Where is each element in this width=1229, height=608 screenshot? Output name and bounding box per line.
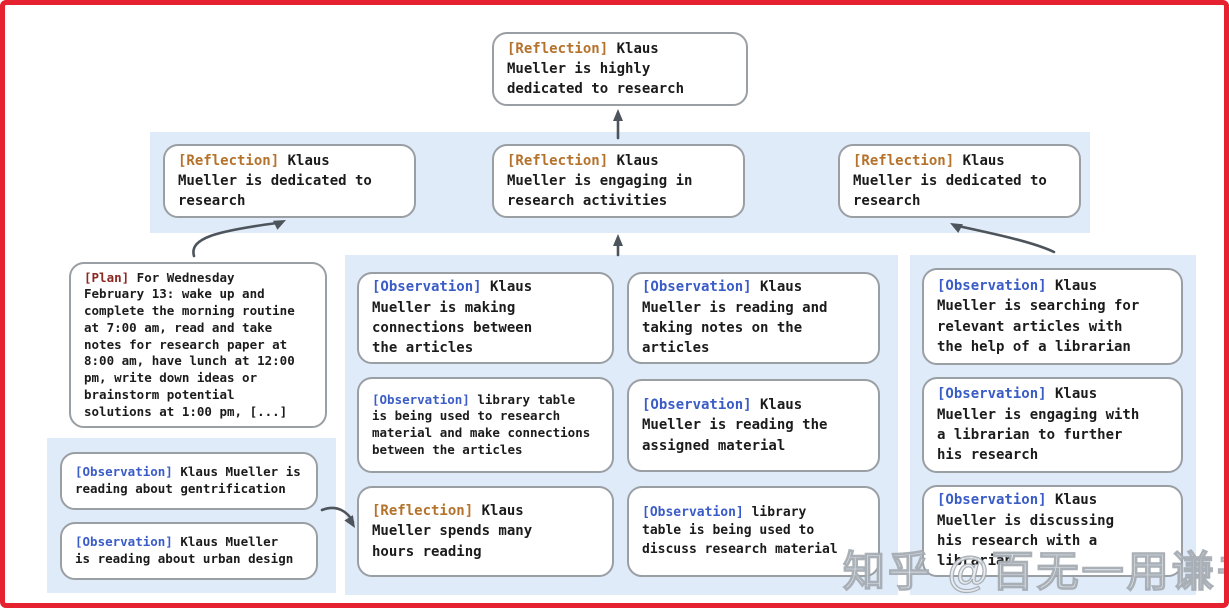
node-observation-assigned-material: [Observation] Klaus Mueller is reading t…: [627, 379, 880, 472]
node-text: For Wednesday February 13: wake up and c…: [84, 269, 295, 419]
node-observation-discussing-research: [Observation] Klaus Mueller is discussin…: [922, 485, 1183, 577]
node-observation-taking-notes: [Observation] Klaus Mueller is reading a…: [627, 272, 880, 364]
reflection-tag: [Reflection]: [853, 152, 955, 169]
observation-tag: [Observation]: [372, 279, 482, 296]
arrowhead-rightband-to-reflection3: [950, 223, 963, 234]
node-text: Klaus Mueller is reading about gentrific…: [75, 464, 301, 496]
node-text: Klaus Mueller is reading and taking note…: [642, 279, 828, 357]
node-text: Klaus Mueller is engaging in research ac…: [507, 152, 693, 210]
arrows-layer: [192, 109, 1056, 528]
node-text: library table is being used to research …: [372, 391, 591, 457]
node-plan: [Plan] For Wednesday February 13: wake u…: [69, 262, 327, 428]
arrow-plan-to-reflection1: [192, 221, 279, 258]
observation-tag: [Observation]: [937, 277, 1047, 294]
observation-tag: [Observation]: [937, 492, 1047, 509]
node-observation-library-research: [Observation] library table is being use…: [357, 377, 614, 473]
node-text: Klaus Mueller is dedicated to research: [178, 152, 372, 210]
node-text: Klaus Mueller is dedicated to research: [853, 152, 1047, 210]
observation-tag: [Observation]: [372, 391, 470, 407]
observation-tag: [Observation]: [937, 386, 1047, 403]
observation-tag: [Observation]: [75, 534, 173, 550]
node-text: Klaus Mueller is engaging with a librari…: [937, 386, 1140, 464]
observation-tag: [Observation]: [75, 464, 173, 480]
arrowhead-midband-to-reflection2: [613, 234, 623, 246]
node-text: library table is being used to discuss r…: [642, 505, 838, 557]
node-reflection-3: [Reflection] Klaus Mueller is dedicated …: [838, 144, 1081, 218]
node-observation-gentrification: [Observation] Klaus Mueller is reading a…: [60, 452, 318, 510]
arrowhead-plan-to-reflection1: [273, 220, 286, 230]
node-text: Klaus Mueller is reading the assigned ma…: [642, 397, 828, 454]
node-reflection-root: [Reflection] Klaus Mueller is highly ded…: [492, 32, 748, 106]
node-text: Klaus Mueller is discussing his research…: [937, 492, 1115, 570]
node-reflection-hours-reading: [Reflection] Klaus Mueller spends many h…: [357, 486, 614, 577]
reflection-tag: [Reflection]: [178, 152, 280, 169]
node-text: Klaus Mueller is reading about urban des…: [75, 534, 294, 566]
node-reflection-1: [Reflection] Klaus Mueller is dedicated …: [163, 144, 416, 218]
plan-tag: [Plan]: [84, 269, 130, 285]
node-observation-searching-articles: [Observation] Klaus Mueller is searching…: [922, 268, 1183, 365]
arrowhead-leftobs-to-reflection: [344, 515, 355, 528]
observation-tag: [Observation]: [642, 505, 744, 521]
reflection-tag: [Reflection]: [507, 152, 609, 169]
node-text: Klaus Mueller is highly dedicated to res…: [507, 40, 685, 98]
node-text: Klaus Mueller is searching for relevant …: [937, 277, 1140, 355]
observation-tag: [Observation]: [642, 397, 752, 414]
reflection-tag: [Reflection]: [507, 40, 609, 57]
node-observation-library-discuss: [Observation] library table is being use…: [627, 486, 880, 577]
observation-tag: [Observation]: [642, 279, 752, 296]
arrowhead-to-root: [613, 109, 623, 121]
node-text: Klaus Mueller spends many hours reading: [372, 503, 533, 560]
reflection-tag: [Reflection]: [372, 503, 474, 520]
node-observation-connections: [Observation] Klaus Mueller is making co…: [357, 272, 614, 364]
arrow-rightband-to-reflection3: [956, 224, 1056, 254]
node-observation-engaging-librarian: [Observation] Klaus Mueller is engaging …: [922, 377, 1183, 473]
node-reflection-2: [Reflection] Klaus Mueller is engaging i…: [492, 144, 745, 218]
node-text: Klaus Mueller is making connections betw…: [372, 279, 533, 357]
node-observation-urban-design: [Observation] Klaus Mueller is reading a…: [60, 522, 318, 580]
